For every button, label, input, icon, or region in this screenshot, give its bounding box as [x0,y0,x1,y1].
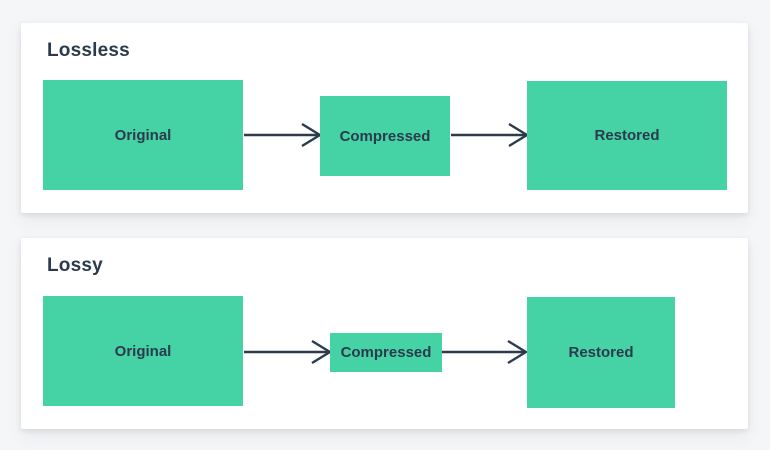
panel-title-lossless: Lossless [47,40,130,61]
node-lossy-compressed: Compressed [330,333,442,372]
arrow-right-icon [244,122,322,148]
node-label: Original [114,342,172,360]
node-label: Compressed [340,344,432,361]
arrow-right-icon [244,339,332,365]
arrow-right-icon [442,339,528,365]
arrow-right-icon [451,122,529,148]
node-label: Original [114,126,172,144]
node-label: Restored [594,127,660,144]
node-lossless-compressed: Compressed [320,96,450,176]
panel-title-lossy: Lossy [47,255,103,276]
node-lossy-original: Original [43,296,243,406]
node-lossy-restored: Restored [527,297,675,408]
node-lossless-restored: Restored [527,81,727,190]
panel-lossy: Lossy Original Compressed Restored [21,238,748,429]
panel-lossless: Lossless Original Compressed Restored [21,23,748,213]
node-label: Restored [568,344,634,361]
node-label: Compressed [339,127,431,145]
node-lossless-original: Original [43,80,243,190]
